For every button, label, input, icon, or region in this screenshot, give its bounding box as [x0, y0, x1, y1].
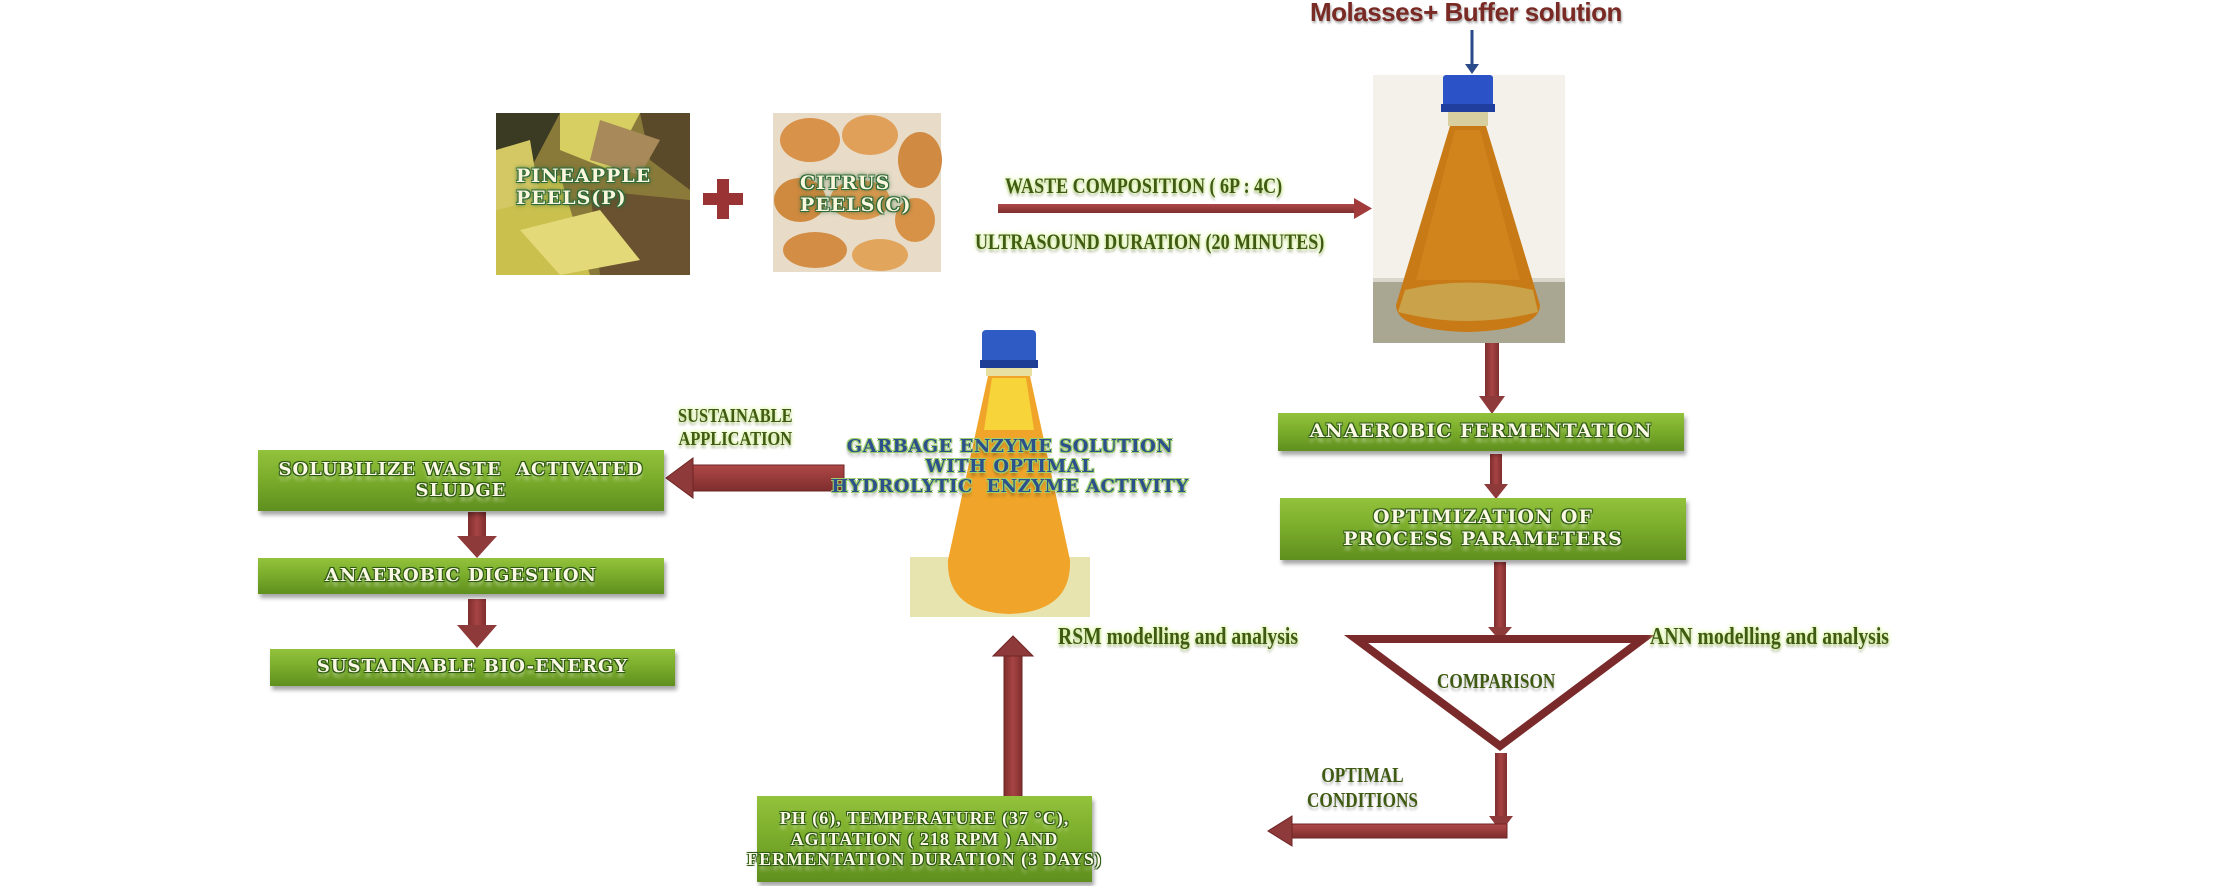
ann-modelling-label: ANN modelling and analysis	[1650, 624, 1889, 650]
optimal-conditions-label: OPTIMAL CONDITIONS	[1307, 763, 1419, 812]
comparison-to-conditions-arrow	[1267, 753, 1513, 847]
pineapple-peels-photo	[496, 113, 690, 275]
fermentation-flask-photo	[1373, 75, 1565, 343]
solubilize-to-digestion-arrow	[457, 512, 497, 558]
fermentation-to-optimization-arrow	[1484, 454, 1508, 499]
citrus-peels-label: CITRUS PEELS(C)	[800, 172, 912, 216]
anaerobic-digestion-box: ANAEROBIC DIGESTION	[258, 558, 664, 594]
optimization-box: OPTIMIZATION OF PROCESS PARAMETERS	[1280, 498, 1686, 560]
anaerobic-fermentation-box: ANAEROBIC FERMENTATION	[1278, 413, 1684, 451]
conditions-to-product-arrow	[991, 635, 1035, 798]
plus-icon	[703, 179, 743, 219]
solubilize-sludge-box: SOLUBILIZE WASTE ACTIVATED SLUDGE	[258, 450, 664, 511]
citrus-peels-photo	[773, 113, 942, 272]
comparison-label: COMPARISON	[1437, 669, 1556, 693]
waste-to-flask-arrow	[998, 198, 1372, 219]
ultrasound-duration-label: ULTRASOUND DURATION (20 MINUTES)	[975, 229, 1325, 254]
pineapple-peels-label: PINEAPPLE PEELS(P)	[516, 165, 652, 209]
optimization-to-comparison-arrow	[1488, 562, 1512, 641]
rsm-modelling-label: RSM modelling and analysis	[1058, 624, 1299, 650]
optimal-conditions-box: PH (6), TEMPERATURE (37 °C), AGITATION (…	[747, 796, 1101, 882]
sustainable-bioenergy-box: SUSTAINABLE BIO-ENERGY	[270, 649, 675, 686]
product-to-application-arrow	[665, 457, 845, 499]
sustainable-application-label: SUSTAINABLE APPLICATION	[678, 405, 793, 450]
digestion-to-bioenergy-arrow	[457, 599, 497, 648]
comparison-triangle	[1343, 635, 1656, 751]
garbage-enzyme-flask-photo	[910, 330, 1090, 617]
garbage-enzyme-solution-label: GARBAGE ENZYME SOLUTION WITH OPTIMAL HYD…	[831, 436, 1189, 498]
molasses-arrow	[1465, 30, 1479, 74]
molasses-buffer-label: Molasses+ Buffer solution	[1310, 0, 1622, 27]
waste-composition-label: WASTE COMPOSITION ( 6P : 4C)	[1005, 173, 1283, 198]
flask-to-fermentation-arrow	[1479, 343, 1505, 414]
